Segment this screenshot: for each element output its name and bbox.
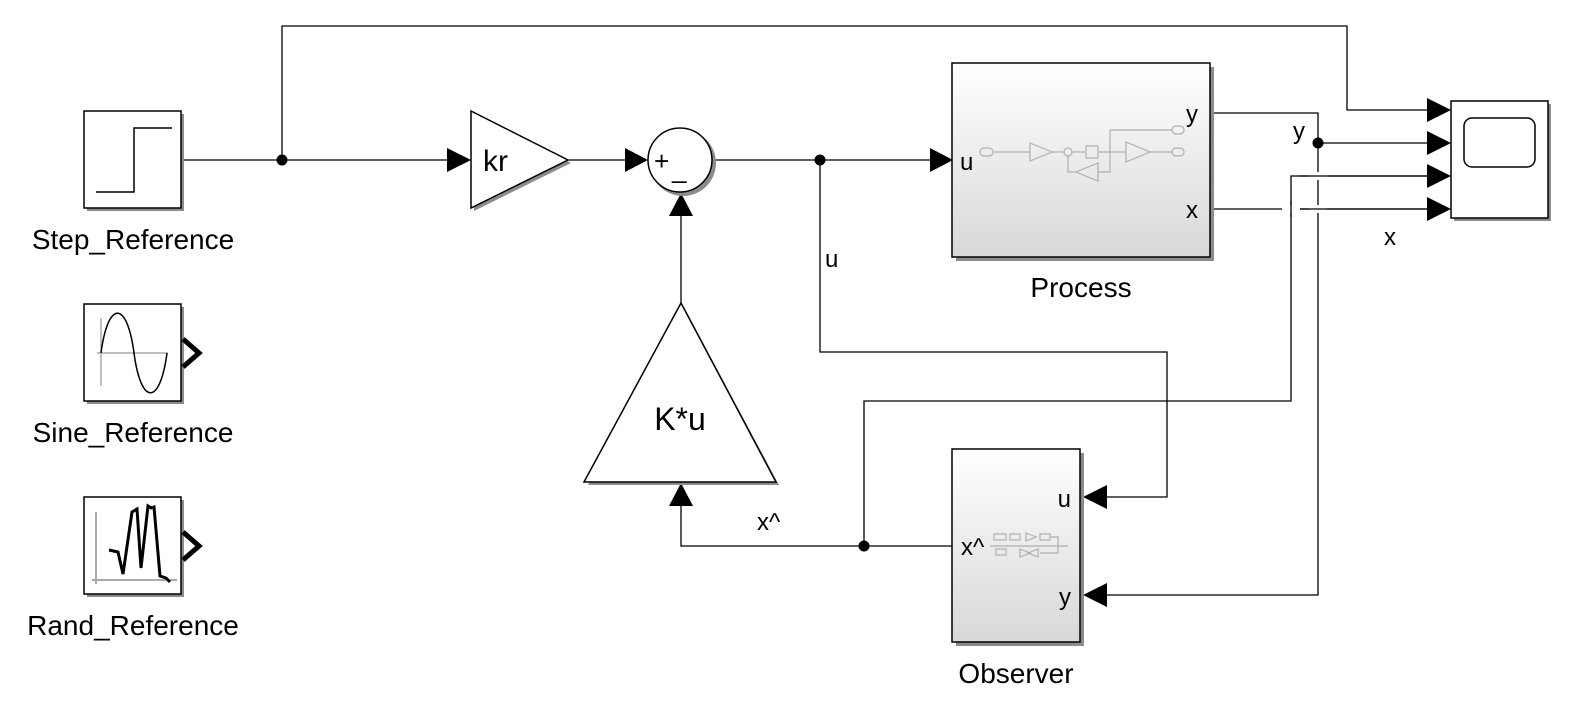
- wire-xhat-to-k[interactable]: [680, 506, 953, 547]
- process-port-u: u: [960, 149, 973, 176]
- arrow-into-process: [930, 148, 953, 172]
- observer-port-y: y: [1059, 584, 1071, 611]
- process-inner-preview: [979, 125, 1185, 182]
- observer-port-xhat: x^: [961, 534, 985, 561]
- arrow-into-sum-minus: [669, 193, 693, 216]
- wire-u-to-observer[interactable]: [819, 160, 1168, 498]
- arrow-into-scope-2: [1427, 131, 1451, 155]
- step-icon: [96, 127, 172, 193]
- wire-y-to-observer[interactable]: [1107, 143, 1319, 596]
- process-port-x: x: [1186, 197, 1198, 224]
- gain-kr-block[interactable]: kr: [470, 109, 571, 211]
- random-signal-icon: [92, 503, 177, 584]
- process-subsystem[interactable]: u y x: [951, 62, 1214, 261]
- arrow-into-observer-u: [1083, 485, 1107, 509]
- arrow-into-scope-4: [1427, 197, 1451, 221]
- arrowheads: [447, 98, 1451, 607]
- wires: [183, 25, 1427, 596]
- sine-reference-label: Sine_Reference: [33, 417, 234, 448]
- sum-minus-sign: _: [671, 154, 687, 184]
- gain-k-label: K*u: [654, 401, 706, 437]
- scope-block[interactable]: [1450, 100, 1551, 221]
- sum-block[interactable]: + _: [647, 127, 716, 196]
- sine-reference-block[interactable]: [83, 303, 203, 404]
- branch-point-y: [1312, 137, 1324, 149]
- process-port-y: y: [1186, 101, 1198, 128]
- sine-wave-icon: [97, 312, 168, 394]
- step-reference-label: Step_Reference: [32, 224, 234, 255]
- arrow-into-k: [669, 483, 693, 506]
- gain-kr-label: kr: [483, 145, 508, 178]
- arrow-into-sum: [625, 148, 648, 172]
- output-port-chevron: [181, 530, 203, 562]
- arrow-into-kr: [447, 148, 471, 172]
- sum-plus-sign: +: [654, 146, 669, 176]
- observer-subsystem[interactable]: x^ u y: [951, 448, 1084, 646]
- scope-screen-icon: [1463, 117, 1536, 168]
- signal-label-xhat: x^: [757, 509, 781, 536]
- gain-k-block[interactable]: K*u: [582, 301, 779, 485]
- observer-inner-preview: [990, 532, 1068, 558]
- wire-crossing-gaps: [1282, 172, 1427, 217]
- arrow-into-scope-1: [1427, 98, 1451, 122]
- arrow-into-observer-y: [1083, 583, 1107, 607]
- observer-label: Observer: [958, 658, 1073, 689]
- wire-process-y-to-scope[interactable]: [1212, 112, 1427, 144]
- branch-point-step: [276, 154, 288, 166]
- output-port-chevron: [181, 337, 203, 369]
- rand-reference-block[interactable]: [83, 496, 203, 597]
- branch-point-xhat: [858, 540, 870, 552]
- process-label: Process: [1030, 272, 1131, 303]
- arrow-into-scope-3: [1427, 164, 1451, 188]
- branch-point-u: [814, 154, 826, 166]
- rand-reference-label: Rand_Reference: [27, 610, 239, 641]
- observer-port-u: u: [1058, 486, 1071, 513]
- wire-step-to-scope[interactable]: [281, 25, 1427, 160]
- signal-label-y: y: [1293, 118, 1305, 145]
- signal-label-x: x: [1384, 224, 1396, 251]
- step-reference-block[interactable]: [83, 110, 184, 211]
- signal-label-u: u: [825, 246, 838, 273]
